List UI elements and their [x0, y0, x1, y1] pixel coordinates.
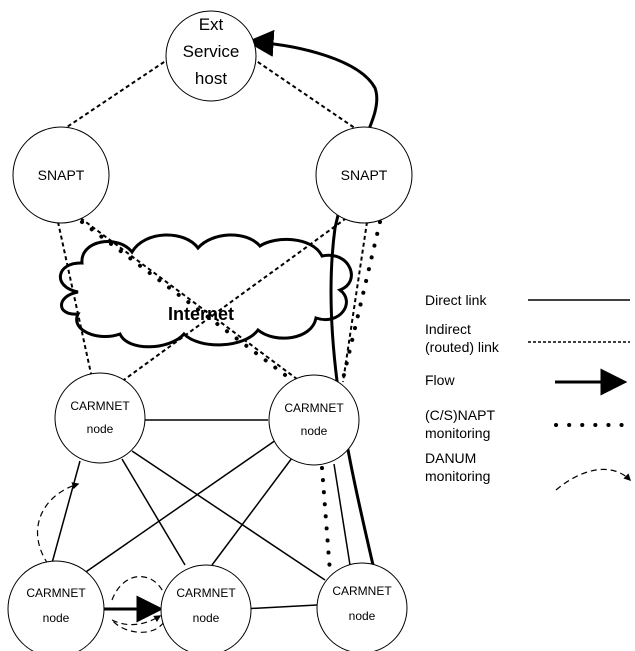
svg-text:SNAPT: SNAPT — [341, 167, 388, 183]
legend-danum-sample — [555, 468, 632, 491]
direct-links — [51, 419, 351, 610]
internet-cloud: Internet — [58, 233, 353, 349]
legend-indirect-label-2: (routed) link — [425, 339, 500, 355]
legend: Direct link Indirect (routed) link Flow … — [425, 292, 632, 491]
napt-monitoring-line — [320, 466, 332, 574]
node-carmnet-bot-left: CARMNET node — [7, 560, 105, 651]
direct-link — [51, 460, 81, 564]
direct-link — [241, 604, 318, 610]
svg-text:CARMNET: CARMNET — [284, 401, 344, 415]
direct-link — [121, 458, 186, 566]
danum-arc — [111, 615, 162, 626]
direct-link — [333, 463, 351, 566]
node-snapt-left: SNAPT — [12, 126, 110, 224]
svg-text:Service: Service — [183, 42, 240, 61]
svg-text:Ext: Ext — [199, 15, 224, 34]
legend-direct-label: Direct link — [425, 292, 487, 308]
svg-text:node: node — [193, 611, 220, 625]
legend-danum-label-1: DANUM — [425, 450, 476, 466]
legend-flow-label: Flow — [425, 372, 455, 388]
node-carmnet-mid-left: CARMNET node — [54, 372, 146, 464]
napt-monitoring-line — [80, 220, 307, 392]
svg-text:SNAPT: SNAPT — [38, 167, 85, 183]
danum-monitoring — [37, 482, 169, 633]
indirect-link — [109, 213, 353, 391]
svg-text:host: host — [195, 69, 227, 88]
svg-text:node: node — [349, 609, 376, 623]
svg-text:CARMNET: CARMNET — [176, 586, 236, 600]
node-carmnet-bot-mid: CARMNET node — [160, 564, 252, 651]
indirect-link — [251, 57, 366, 136]
direct-link — [131, 450, 326, 581]
svg-text:node: node — [87, 422, 114, 436]
node-ext-service-host: Ext Service host — [165, 10, 257, 102]
svg-text:CARMNET: CARMNET — [70, 399, 130, 413]
node-snapt-right: SNAPT — [315, 126, 413, 224]
indirect-link — [74, 213, 306, 386]
indirect-links — [54, 57, 368, 393]
legend-indirect-label-1: Indirect — [425, 321, 471, 337]
indirect-link — [342, 221, 368, 383]
legend-napt-label-2: monitoring — [425, 425, 490, 441]
indirect-link — [54, 57, 171, 136]
svg-text:node: node — [301, 424, 328, 438]
svg-text:CARMNET: CARMNET — [332, 584, 392, 598]
node-carmnet-mid-right: CARMNET node — [268, 374, 360, 466]
svg-text:node: node — [43, 611, 70, 625]
danum-arc — [111, 576, 169, 633]
legend-danum-label-2: monitoring — [425, 468, 490, 484]
node-carmnet-bot-right: CARMNET node — [316, 562, 408, 651]
legend-napt-label-1: (C/S)NAPT — [425, 407, 495, 423]
danum-arc — [37, 482, 80, 565]
indirect-link — [57, 221, 96, 393]
direct-link — [79, 439, 277, 577]
direct-link — [211, 457, 293, 566]
svg-text:CARMNET: CARMNET — [26, 586, 86, 600]
napt-monitoring — [80, 220, 382, 574]
